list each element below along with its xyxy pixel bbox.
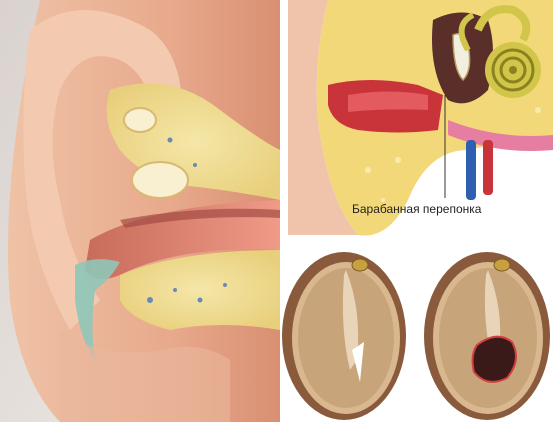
eardrum-label: Барабанная перепонка [352, 202, 552, 216]
outer-ear-illustration [0, 0, 280, 422]
eardrum-comparison-illustration [282, 250, 553, 422]
perforated-eardrum [424, 252, 550, 420]
healthy-eardrum [282, 252, 406, 420]
